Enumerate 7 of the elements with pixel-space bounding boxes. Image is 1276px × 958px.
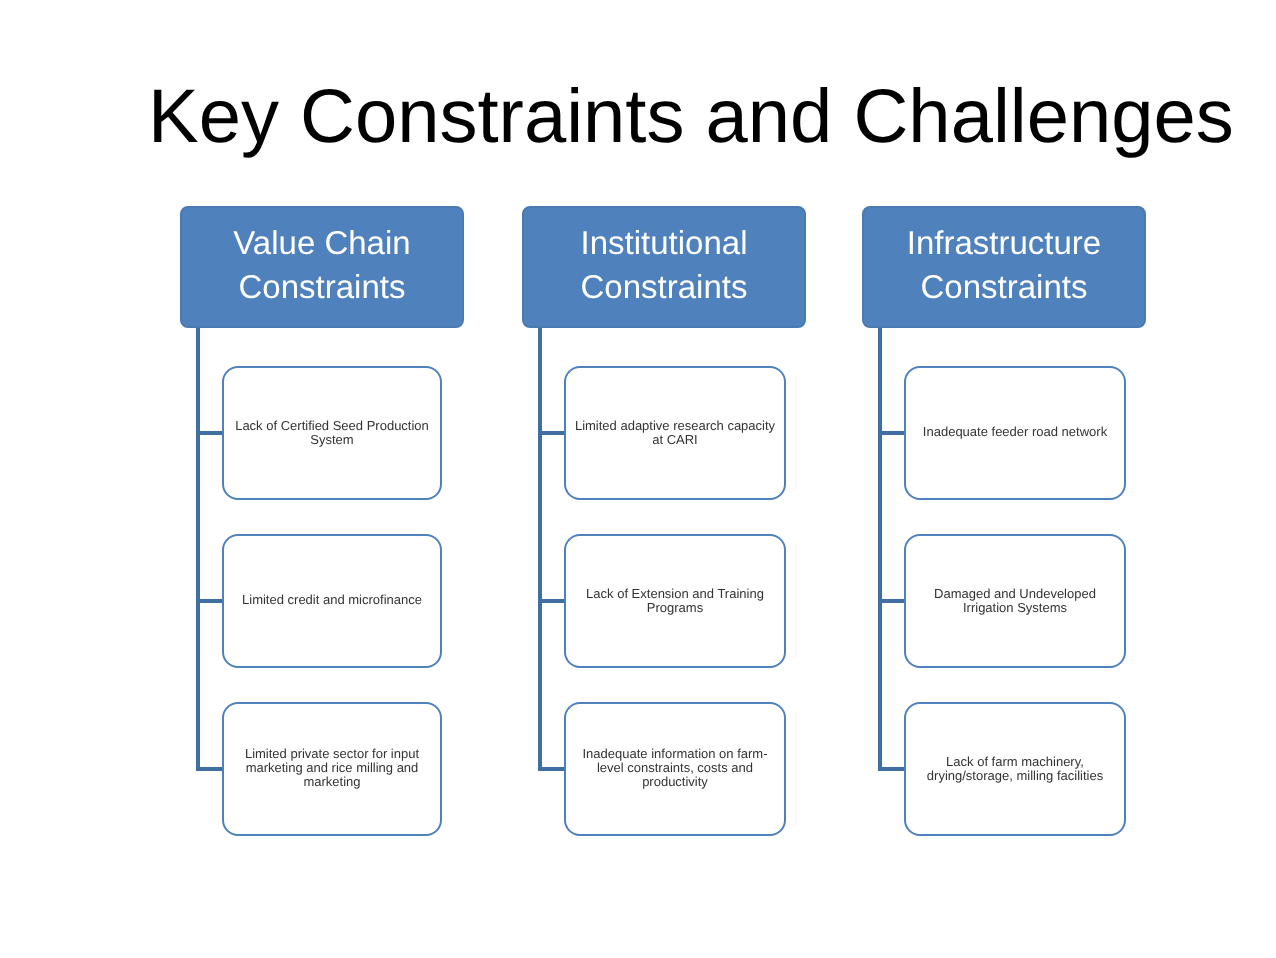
category-header-box: Infrastructure Constraints — [862, 206, 1146, 328]
connector-line — [538, 328, 564, 771]
category-header-box: Value Chain Constraints — [180, 206, 464, 328]
slide-title: Key Constraints and Challenges — [148, 76, 1234, 162]
connector-line — [878, 328, 904, 771]
category-header-box: Institutional Constraints — [522, 206, 806, 328]
connector-line — [196, 328, 222, 771]
